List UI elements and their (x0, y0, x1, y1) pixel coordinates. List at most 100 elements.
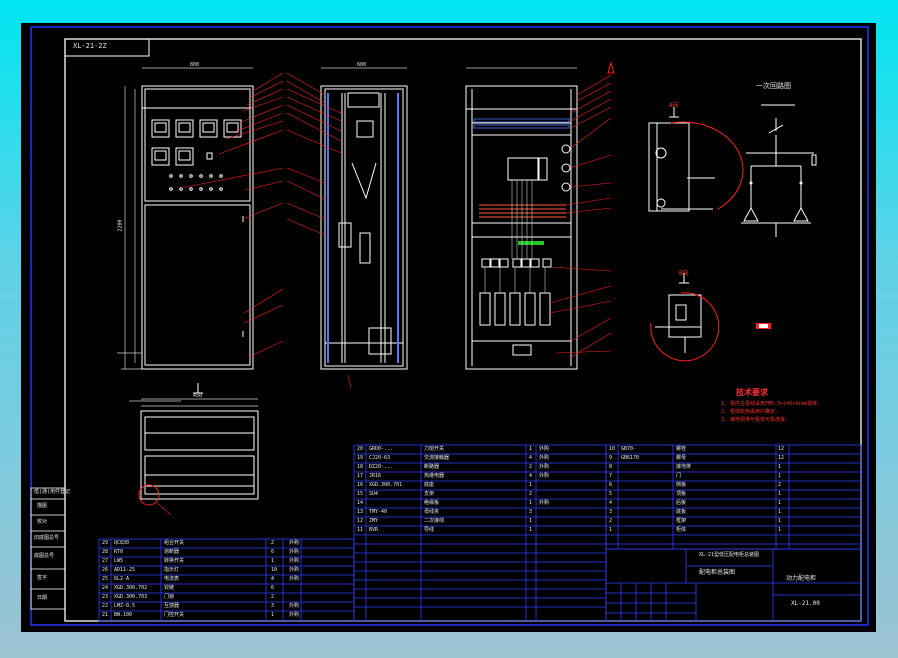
header-code: XL-21-2Z (73, 42, 107, 50)
parts-cell: 26 (102, 567, 109, 573)
cad-drawing-canvas[interactable]: XL-21-2Z 一次回路图 A向 B向 技术要求 1. 柜内主母线采用TMY-… (21, 23, 876, 632)
parts-cell: 1 (529, 482, 533, 488)
parts-cell: 电流表 (164, 576, 180, 582)
parts-cell: 14 (357, 500, 364, 506)
parts-cell: 2 (609, 518, 613, 524)
parts-cell: 1 (529, 500, 533, 506)
parts-cell: 27 (102, 558, 109, 564)
parts-cell: 热继电器 (424, 473, 445, 479)
parts-cell: 6 (609, 482, 613, 488)
parts-cell: XGD.300.701 (369, 482, 403, 488)
parts-cell: 门控开关 (164, 612, 185, 618)
parts-cell: 12 (778, 455, 785, 461)
parts-cell: 4 (529, 473, 533, 479)
parts-cell: 母线夹 (424, 509, 440, 515)
parts-cell: 12 (778, 446, 785, 452)
parts-cell: 1 (778, 500, 782, 506)
parts-cell: 1 (778, 518, 782, 524)
parts-cell: 支架 (424, 491, 435, 497)
parts-cell: XGD.300.703 (114, 594, 148, 600)
parts-cell: 外购 (289, 612, 300, 618)
detail-marks (669, 107, 689, 284)
top-view-dims (129, 398, 258, 407)
parts-cell: 29 (102, 540, 109, 546)
parts-cell: 互感器 (164, 603, 180, 609)
parts-cell: LW5 (114, 558, 124, 564)
parts-cell: 外购 (289, 576, 300, 582)
title-block-grid (605, 548, 862, 622)
parts-cell: 组合开关 (164, 540, 185, 546)
parts-cell: 柜体 (676, 527, 687, 533)
header-code-box (64, 38, 150, 57)
parts-cell: 外购 (539, 473, 550, 479)
parts-cell: 外购 (539, 455, 550, 461)
parts-cell: 6L2-A (114, 576, 130, 582)
parts-cell: 后板 (676, 500, 687, 506)
rear-leaders (549, 74, 612, 358)
parts-cell: 10 (271, 567, 278, 573)
parts-cell: 框架 (676, 518, 687, 524)
section-a-label: A向 (669, 102, 679, 109)
stamp-label-7: 日期 (37, 595, 48, 601)
parts-cell: 11 (357, 527, 364, 533)
notes-title: 技术要求 (736, 388, 768, 397)
parts-cell: 螺母 (676, 455, 687, 461)
parts-cell: 外购 (289, 567, 300, 573)
parts-cell: 1 (271, 612, 275, 618)
parts-cell: 24 (102, 585, 109, 591)
rear-green-bar (518, 241, 544, 245)
parts-cell: 外购 (539, 446, 550, 452)
parts-cell: GRD0-... (369, 446, 394, 452)
parts-cell: 13 (357, 509, 364, 515)
dim-width-front: 800 (190, 62, 200, 68)
parts-cell: 交流接触器 (424, 455, 450, 461)
parts-cell: LMZ-0.5 (114, 603, 136, 609)
top-markers (193, 383, 203, 394)
circuit-title: 一次回路图 (756, 82, 791, 90)
detail-a (648, 122, 715, 212)
section-b-label: B向 (679, 270, 689, 277)
parts-cell: JR16 (369, 473, 382, 479)
parts-cell: CJ20-63 (369, 455, 391, 461)
parts-cell: 1 (271, 558, 275, 564)
top-view-callout (138, 484, 160, 506)
parts-table-left-grid (98, 538, 355, 622)
parts-cell: 2 (529, 491, 533, 497)
parts-cell: 23 (102, 594, 109, 600)
inner-frame (64, 38, 862, 622)
detail-b (655, 294, 702, 353)
parts-cell: 刀熔开关 (424, 446, 445, 452)
parts-cell: 门锁 (164, 594, 175, 600)
parts-cell: 外购 (539, 500, 550, 506)
parts-cell: 断路器 (424, 464, 440, 470)
stamp-label-5: 底图总号 (34, 553, 55, 559)
rear-terminals (473, 118, 570, 129)
rear-wiring (484, 180, 546, 293)
stamp-label-2: 描图 (37, 503, 48, 509)
parts-cell: 侧板 (676, 482, 687, 488)
cabinet-side-view (320, 85, 408, 370)
parts-cell: 外购 (289, 558, 300, 564)
parts-cell: AD11-25 (114, 567, 136, 573)
parts-cell: 20 (357, 446, 364, 452)
parts-cell: 3 (271, 603, 275, 609)
side-leaders (286, 72, 352, 389)
parts-cell: 21 (102, 612, 109, 618)
parts-cell: 外购 (289, 540, 300, 546)
parts-cell: 1 (609, 527, 613, 533)
parts-cell: 熔断器 (164, 549, 180, 555)
parts-cell: 2 (529, 464, 533, 470)
parts-cell: 2 (271, 594, 275, 600)
table-title: XL-21型低压配电柜总装图 (699, 552, 760, 558)
parts-cell: RT0 (114, 549, 124, 555)
parts-cell: 2 (778, 482, 782, 488)
parts-cell: BW.100 (114, 612, 133, 618)
detail-a-arc (670, 121, 744, 210)
parts-cell: 6 (271, 549, 275, 555)
cabinet-rear-view (465, 85, 578, 370)
note-2: 2. 柜体颜色由用户确定. (721, 409, 779, 415)
detail-b-arc (650, 292, 720, 362)
parts-cell: 8 (609, 464, 613, 470)
parts-cell: 1 (778, 473, 782, 479)
top-view-callout-leader (156, 502, 172, 516)
